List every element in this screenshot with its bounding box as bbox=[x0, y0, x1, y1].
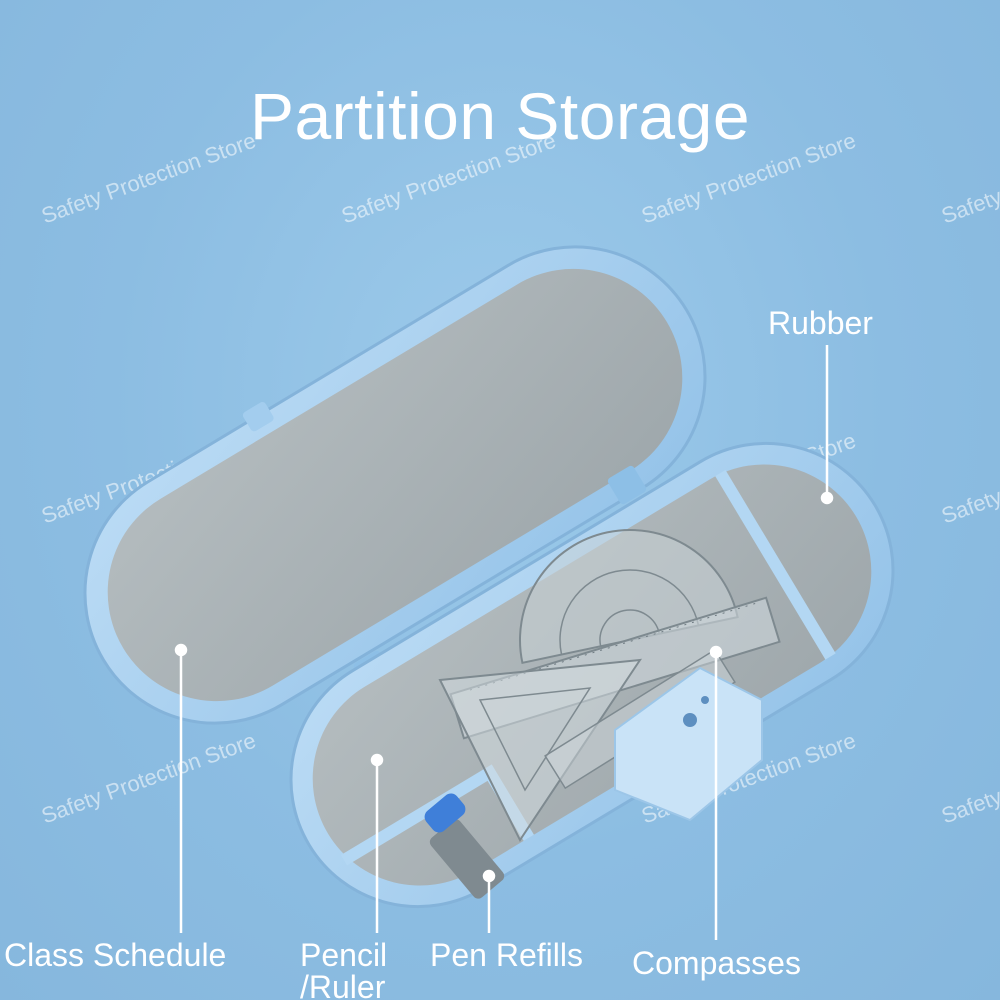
label-class-schedule: Class Schedule bbox=[4, 937, 227, 973]
label-compasses: Compasses bbox=[632, 945, 801, 981]
rubber-block bbox=[614, 666, 763, 822]
label-rubber: Rubber bbox=[768, 305, 873, 341]
case-lid bbox=[83, 245, 707, 725]
callout-lines bbox=[174, 345, 834, 940]
page-title: Partition Storage bbox=[249, 79, 751, 153]
label-pencil-ruler-line1: Pencil bbox=[300, 937, 388, 973]
label-pencil-ruler-line2: /Ruler bbox=[300, 969, 386, 1000]
protractor bbox=[519, 529, 739, 665]
label-pen-refills: Pen Refills bbox=[430, 937, 583, 973]
